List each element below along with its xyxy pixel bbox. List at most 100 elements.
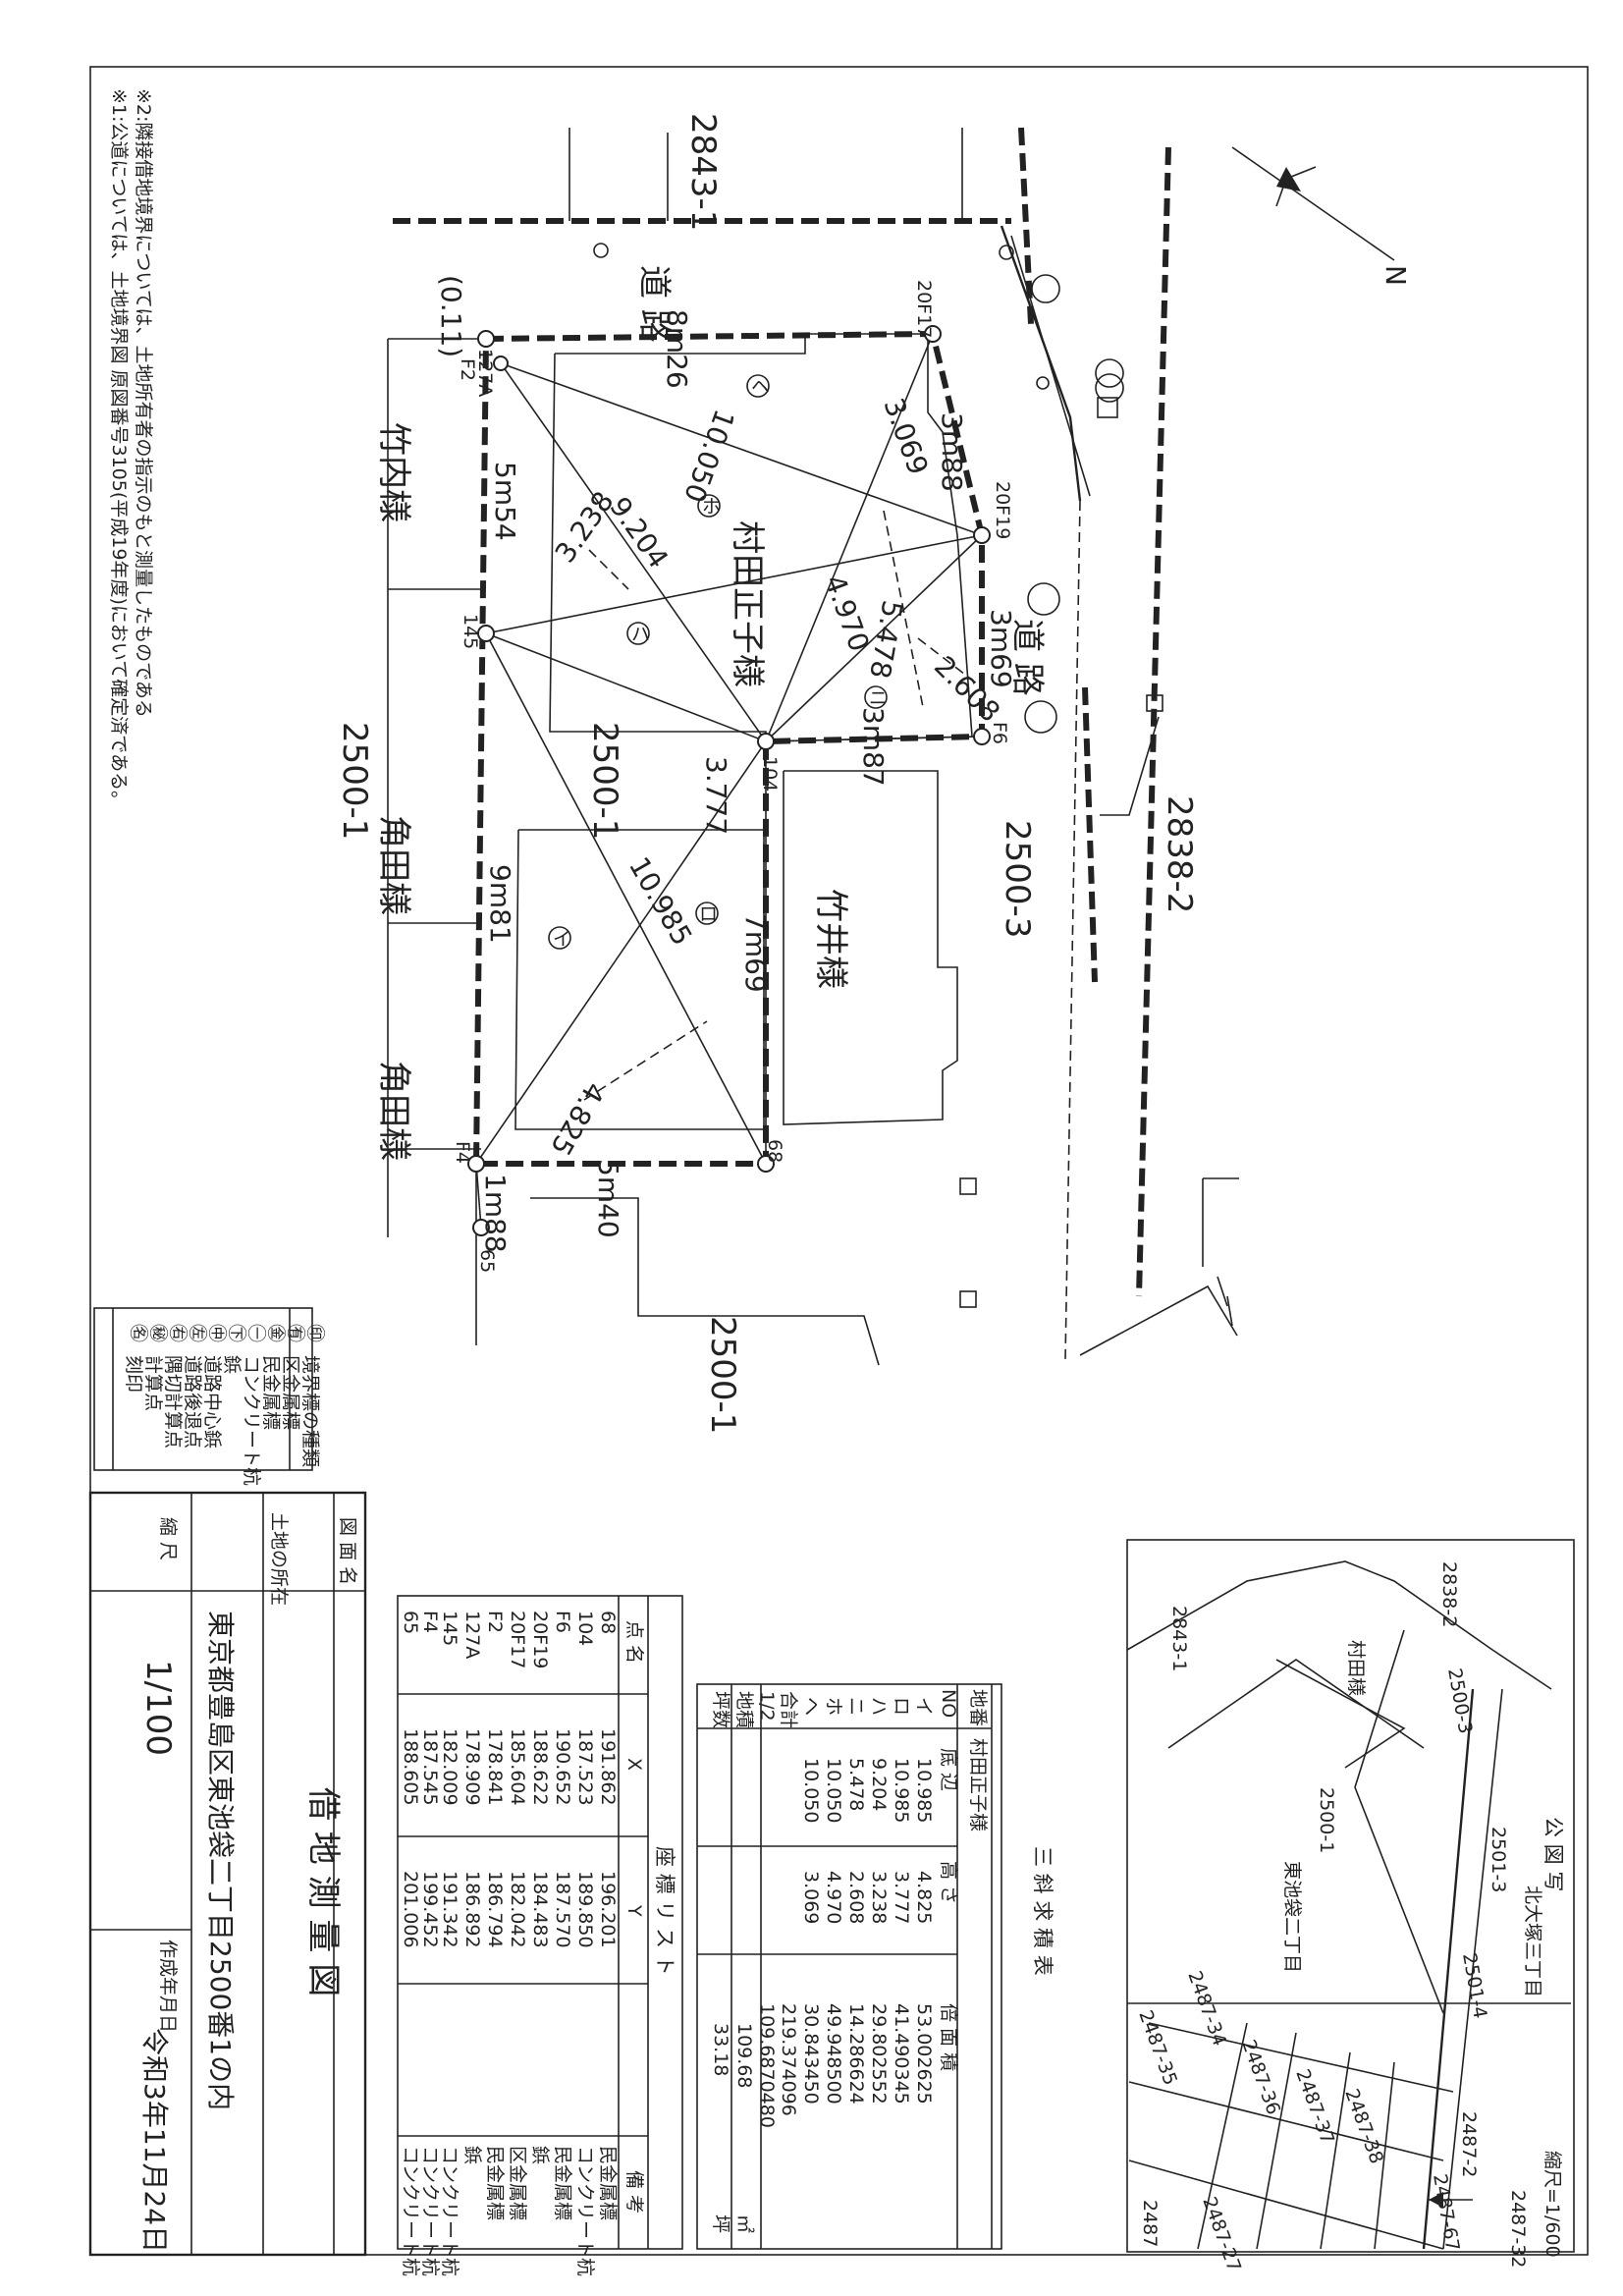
area-tsubo-label: 坪数 [710, 1691, 731, 1728]
point-20f17 [924, 325, 942, 343]
area-row-1-base: 10.985 [891, 1758, 912, 1823]
coord-row-7-y: 191.342 [439, 1871, 460, 1948]
legend-mark-7: ㊨ [167, 1324, 189, 1342]
point-f2 [477, 330, 495, 348]
dimension-labels: 8m26 5m54 9m81 1m88 5m40 7m69 3m87 3m69 … [435, 275, 1017, 1253]
area-row-5-base: 10.050 [800, 1758, 822, 1823]
kozu-lot-0: 2838-2 [1438, 1561, 1460, 1627]
area-row-2-no: ハ [868, 1697, 890, 1716]
area-title: 三 斜 求 積 表 [1031, 1846, 1055, 1976]
coord-row-6-note: 鋲 [461, 2146, 483, 2164]
point-20f19 [973, 526, 991, 544]
area-row-5-height: 3.069 [800, 1871, 822, 1924]
area-half-label: 1/2 [756, 1691, 778, 1722]
point-104 [757, 733, 775, 750]
north-arrow-icon: N [1231, 146, 1412, 286]
legend-mark-0: ㊞ [304, 1324, 326, 1342]
legend-mark-6: ㊧ [187, 1324, 208, 1342]
legend-item-9: 刻印 [123, 1355, 144, 1393]
coord-row-2-note: 民金属標 [552, 2146, 573, 2220]
coord-row-8-y: 199.452 [419, 1871, 441, 1948]
label-scale: 縮 尺 [157, 1517, 179, 1560]
coord-row-4-note: 区金属標 [507, 2146, 528, 2220]
coord-row-0-y: 196.201 [597, 1871, 619, 1948]
dim-5m40: 5m40 [592, 1159, 624, 1238]
dim-3m87: 3m87 [857, 707, 890, 787]
point-65 [472, 1219, 490, 1236]
legend-mark-3: ㊀ [245, 1324, 267, 1342]
neighbor-lines [393, 127, 1239, 1361]
area-area-unit: ㎡ [733, 2214, 756, 2233]
kozu-lot-5: 2487-32 [1507, 2190, 1529, 2268]
tri-ha: ハ [631, 624, 650, 645]
dim-9m81: 9m81 [484, 864, 516, 944]
notes: ※1:公道については、土地境界図 原図番号3105(平成19年度)において確定済… [108, 88, 154, 809]
lot-main: 2500-1 [585, 722, 624, 840]
triangulation-lines [475, 333, 983, 1165]
point-labels: F2 127A 20F17 20F19 145 104 F6 F4 68 65 [452, 280, 1013, 1273]
legend-item-4: 鋲 [221, 1355, 243, 1374]
coord-row-7-note: コンクリート杭 [439, 2146, 460, 2276]
area-row-5-double: 30.843450 [800, 2003, 822, 2105]
coord-row-2-name: F6 [552, 1611, 573, 1633]
kozu-owner: 村田様 [1345, 1640, 1367, 1696]
area-sub-double: 倍 面 積 [938, 2003, 959, 2071]
coord-row-6-name: 127A [461, 1611, 483, 1659]
scale: 1/100 [138, 1660, 178, 1756]
dim-8m26: 8m26 [661, 309, 693, 389]
legend-item-8: 計算点 [142, 1355, 164, 1411]
coord-row-4-name: 20F17 [507, 1611, 528, 1668]
date: 令和3年11月24日 [138, 2028, 171, 2253]
coord-row-7-name: 145 [439, 1611, 460, 1646]
label-date: 作成年月日 [157, 1940, 179, 2033]
lot-east: 2500-3 [998, 820, 1037, 938]
area-row-0-no: イ [913, 1697, 935, 1716]
area-sub-no: NO [938, 1689, 959, 1718]
area-row-3-height: 2.608 [845, 1871, 867, 1924]
area-sub-height: 高 さ [938, 1861, 959, 1904]
tri-he: ヘ [751, 376, 770, 398]
point-127a [493, 355, 509, 371]
point-68 [757, 1155, 775, 1173]
coord-row-8-x: 187.545 [419, 1728, 441, 1806]
area-row-4-no: ホ [823, 1697, 844, 1716]
road-right: 道 路 [1007, 619, 1047, 696]
area-row-2-height: 3.238 [868, 1871, 890, 1924]
area-row-4-base: 10.050 [823, 1758, 844, 1823]
area-row-5-no: ヘ [800, 1697, 822, 1716]
area-row-0-base: 10.985 [913, 1758, 935, 1823]
coord-row-1-note: コンクリート杭 [574, 2146, 596, 2276]
coord-row-8-name: F4 [419, 1611, 441, 1633]
coord-row-6-y: 186.892 [461, 1871, 483, 1948]
coord-row-2-y: 187.570 [552, 1871, 573, 1948]
road-top: 道 路 [634, 265, 674, 343]
legend-mark-5: ㊥ [206, 1324, 228, 1342]
owner-takei: 竹井様 [811, 889, 850, 989]
legend-mark-4: ㊦ [226, 1324, 247, 1342]
point-label-145: 145 [460, 614, 481, 649]
lot-bottom: 2500-1 [703, 1316, 742, 1434]
coord-row-9-x: 188.605 [400, 1728, 421, 1806]
area-table: 三 斜 求 積 表 地番 村田正子様 NO 底 辺 高 さ 倍 面 積 イ 10… [696, 1683, 1055, 2250]
tri-ro: ロ [699, 903, 718, 925]
coord-row-3-x: 188.622 [529, 1728, 551, 1806]
coord-row-1-name: 104 [574, 1611, 596, 1646]
coord-row-5-name: F2 [484, 1611, 506, 1633]
owner-kakuta-1: 角田様 [374, 815, 413, 915]
kozu-north-arrow-icon [1429, 2192, 1473, 2208]
dim-1m88: 1m88 [479, 1174, 512, 1253]
coord-row-4-y: 182.042 [507, 1871, 528, 1948]
point-label-127a: 127A [474, 349, 496, 397]
kozu-lot-12: 2487 [1139, 2200, 1161, 2247]
kozu-scale: 縮尺=1/600 [1542, 2151, 1563, 2258]
point-f6 [973, 728, 991, 745]
area-labels: 2843-1 道 路 竹内様 村田正子様 道 路 2500-1 2500-1 2… [335, 113, 1199, 1434]
coord-row-3-y: 184.483 [529, 1871, 551, 1948]
parcel-boundary [472, 330, 985, 1229]
coord-row-4-x: 185.604 [507, 1728, 528, 1806]
legend-item-3: コンクリート杭 [241, 1355, 262, 1486]
legend-item-5: 道路中心鋲 [201, 1355, 223, 1449]
area-tsubo: 33.18 [710, 2023, 731, 2076]
point-label-20f19: 20F19 [992, 481, 1013, 539]
legend-item-0: 境界標の種類 [299, 1355, 321, 1467]
